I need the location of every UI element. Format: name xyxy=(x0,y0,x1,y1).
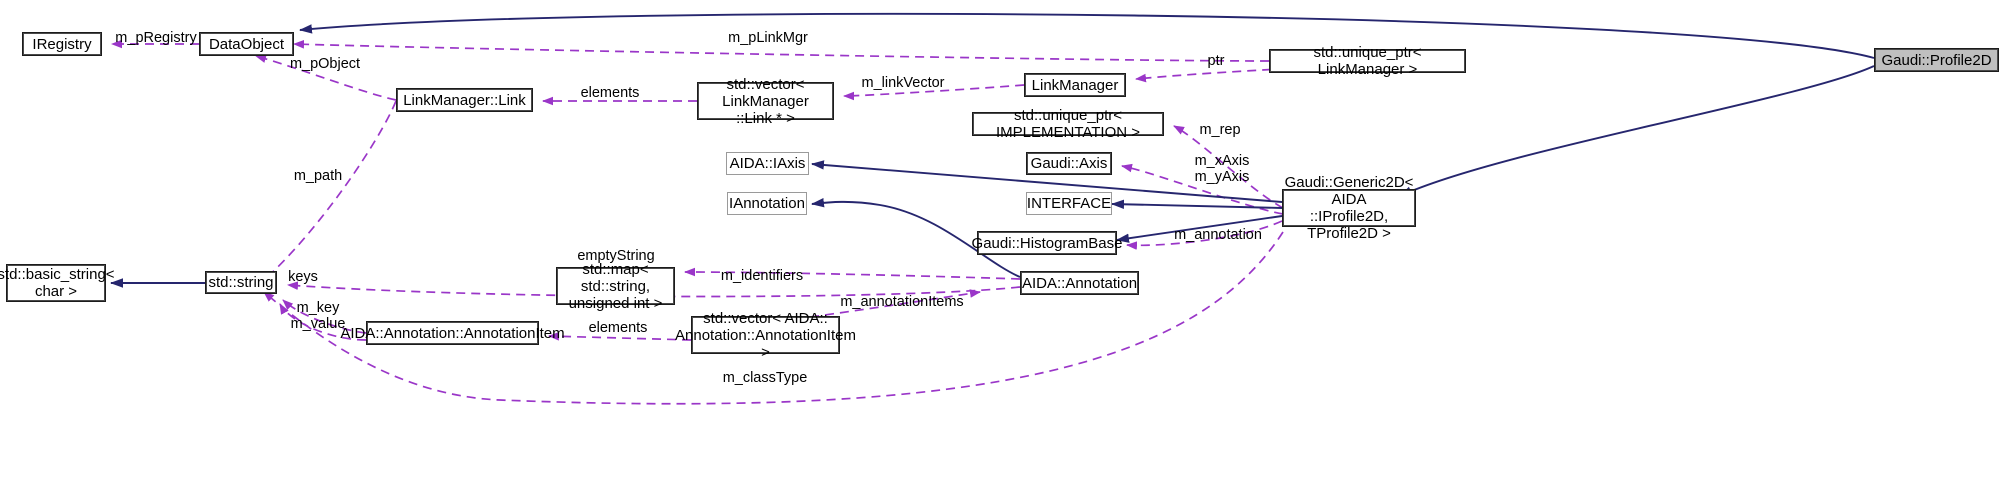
edge-label-m-pregistry: m_pRegistry xyxy=(115,30,197,46)
edge-label-keys: keys xyxy=(288,269,318,285)
edge-label-m-linkvector: m_linkVector xyxy=(861,75,945,91)
edge-label-m-key-m-value: m_key m_value xyxy=(290,300,346,332)
node-label: Gaudi::Generic2D< AIDA ::IProfile2D, TPr… xyxy=(1284,174,1414,242)
edge-label-m-pobject: m_pObject xyxy=(289,56,361,72)
node-gaudi-generic2d[interactable]: Gaudi::Generic2D< AIDA ::IProfile2D, TPr… xyxy=(1282,174,1416,242)
node-label: INTERFACE xyxy=(1026,195,1112,212)
node-aida-iaxis[interactable]: AIDA::IAxis xyxy=(726,152,809,175)
node-label: IRegistry xyxy=(32,35,92,53)
node-label: LinkManager xyxy=(1031,76,1119,94)
node-label: std::vector< AIDA:: Annotation::Annotati… xyxy=(675,309,856,361)
edge-label-ptr: ptr xyxy=(1207,53,1225,69)
edge-label-m-plinkmgr: m_pLinkMgr xyxy=(728,30,808,46)
node-label: DataObject xyxy=(208,35,285,53)
node-gaudi-axis[interactable]: Gaudi::Axis xyxy=(1026,152,1112,175)
node-label: std::basic_string< char > xyxy=(0,266,115,300)
edge-label-elements-link: elements xyxy=(580,85,640,101)
node-unique-ptr-linkmanager[interactable]: std::unique_ptr< LinkManager > xyxy=(1269,44,1466,78)
node-dataobject[interactable]: DataObject xyxy=(199,32,294,56)
node-label: Gaudi::Axis xyxy=(1030,155,1108,172)
inheritance-edges xyxy=(110,12,1875,288)
edge-label-m-annotationitems: m_annotationItems xyxy=(840,294,964,310)
node-unique-ptr-implementation[interactable]: std::unique_ptr< IMPLEMENTATION > xyxy=(972,107,1164,141)
node-gaudi-histogrambase[interactable]: Gaudi::HistogramBase xyxy=(972,231,1122,255)
edge-label-m-rep: m_rep xyxy=(1199,122,1241,138)
node-label: Gaudi::HistogramBase xyxy=(971,234,1123,252)
edge-label-emptystring: emptyString xyxy=(577,248,655,264)
node-std-map-string-uint[interactable]: std::map< std::string, unsigned int > xyxy=(556,261,675,312)
node-aida-annotation[interactable]: AIDA::Annotation xyxy=(1020,271,1139,295)
node-label: std::unique_ptr< LinkManager > xyxy=(1313,44,1422,78)
node-interface[interactable]: INTERFACE xyxy=(1026,192,1112,215)
node-std-string[interactable]: std::string xyxy=(205,271,277,294)
edge-label-m-identifiers: m_identifiers xyxy=(720,268,804,284)
node-label: std::string xyxy=(208,274,274,291)
node-basic-string-char[interactable]: std::basic_string< char > xyxy=(0,264,115,302)
node-label: LinkManager::Link xyxy=(403,91,526,109)
edge-label-elements-annotationitem: elements xyxy=(588,320,648,336)
node-label: AIDA::Annotation::AnnotationItem xyxy=(340,324,565,342)
node-vector-annotationitem[interactable]: std::vector< AIDA:: Annotation::Annotati… xyxy=(675,310,856,361)
edge-label-m-classtype: m_classType xyxy=(722,370,808,386)
node-label: AIDA::Annotation xyxy=(1021,274,1138,292)
node-linkmanager[interactable]: LinkManager xyxy=(1024,73,1126,97)
node-label: IAnnotation xyxy=(729,195,805,212)
edge-label-m-xaxis-m-yaxis: m_xAxis m_yAxis xyxy=(1194,153,1250,185)
node-gaudi-profile2d-current[interactable]: Gaudi::Profile2D xyxy=(1874,48,1999,72)
usage-edges xyxy=(111,39,1467,405)
node-label: std::vector< LinkManager ::Link * > xyxy=(722,75,809,127)
node-label: std::map< std::string, unsigned int > xyxy=(568,260,663,312)
edge-label-m-annotation: m_annotation xyxy=(1174,227,1262,243)
node-iregistry[interactable]: IRegistry xyxy=(22,32,102,56)
node-label: Gaudi::Profile2D xyxy=(1881,51,1992,69)
node-aida-annotation-annotationitem[interactable]: AIDA::Annotation::AnnotationItem xyxy=(340,321,565,345)
node-vector-linkmanager-link-ptr[interactable]: std::vector< LinkManager ::Link * > xyxy=(697,76,834,127)
node-iannotation[interactable]: IAnnotation xyxy=(727,192,807,215)
edge-label-m-path: m_path xyxy=(293,168,343,184)
node-label: std::unique_ptr< IMPLEMENTATION > xyxy=(995,107,1141,141)
node-linkmanager-link[interactable]: LinkManager::Link xyxy=(396,88,533,112)
node-label: AIDA::IAxis xyxy=(729,155,806,172)
